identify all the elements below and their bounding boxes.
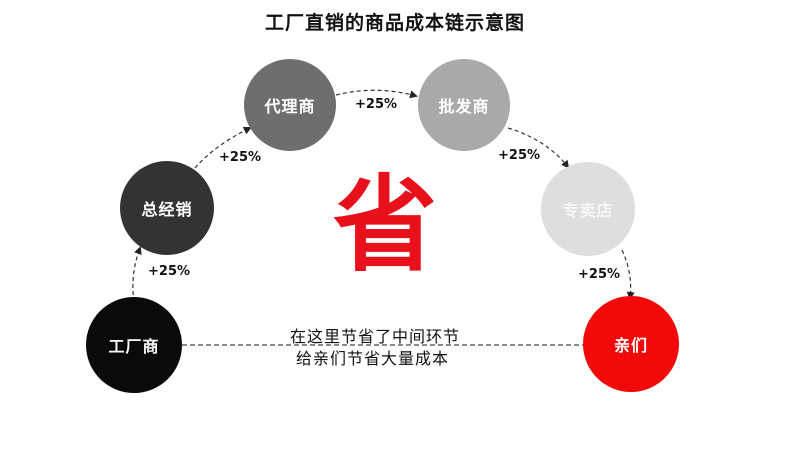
- markup-label-wholesale-store: +25%: [498, 148, 541, 163]
- save-character: 省: [332, 164, 437, 286]
- markup-label-general-agent: +25%: [219, 150, 262, 165]
- node-store: 专卖店: [541, 162, 635, 256]
- markup-label-factory-general: +25%: [148, 264, 191, 279]
- node-wholesaler-label: 批发商: [438, 97, 490, 116]
- markup-label-agent-wholesale: +25%: [355, 97, 398, 112]
- node-factory-label: 工厂商: [108, 337, 160, 356]
- note-line-2: 给亲们节省大量成本: [296, 349, 450, 368]
- node-customer: 亲们: [583, 296, 679, 392]
- node-wholesaler: 批发商: [418, 59, 510, 151]
- markup-label-store-customer: +25%: [578, 267, 621, 282]
- node-agent: 代理商: [244, 59, 336, 151]
- node-factory: 工厂商: [86, 297, 182, 393]
- node-agent-label: 代理商: [264, 97, 316, 116]
- node-store-label: 专卖店: [562, 201, 614, 220]
- connector-factory-general: [132, 246, 142, 303]
- node-customer-label: 亲们: [613, 336, 648, 355]
- connector-wholesale-store: [507, 127, 570, 169]
- node-general-distributor: 总经销: [120, 161, 214, 255]
- connector-agent-wholesale: [335, 89, 418, 99]
- note-line-1: 在这里节省了中间环节: [290, 327, 461, 346]
- node-general-distributor-label: 总经销: [141, 200, 193, 219]
- diagram-title: 工厂直销的商品成本链示意图: [264, 12, 525, 34]
- connector-store-customer: [621, 249, 635, 300]
